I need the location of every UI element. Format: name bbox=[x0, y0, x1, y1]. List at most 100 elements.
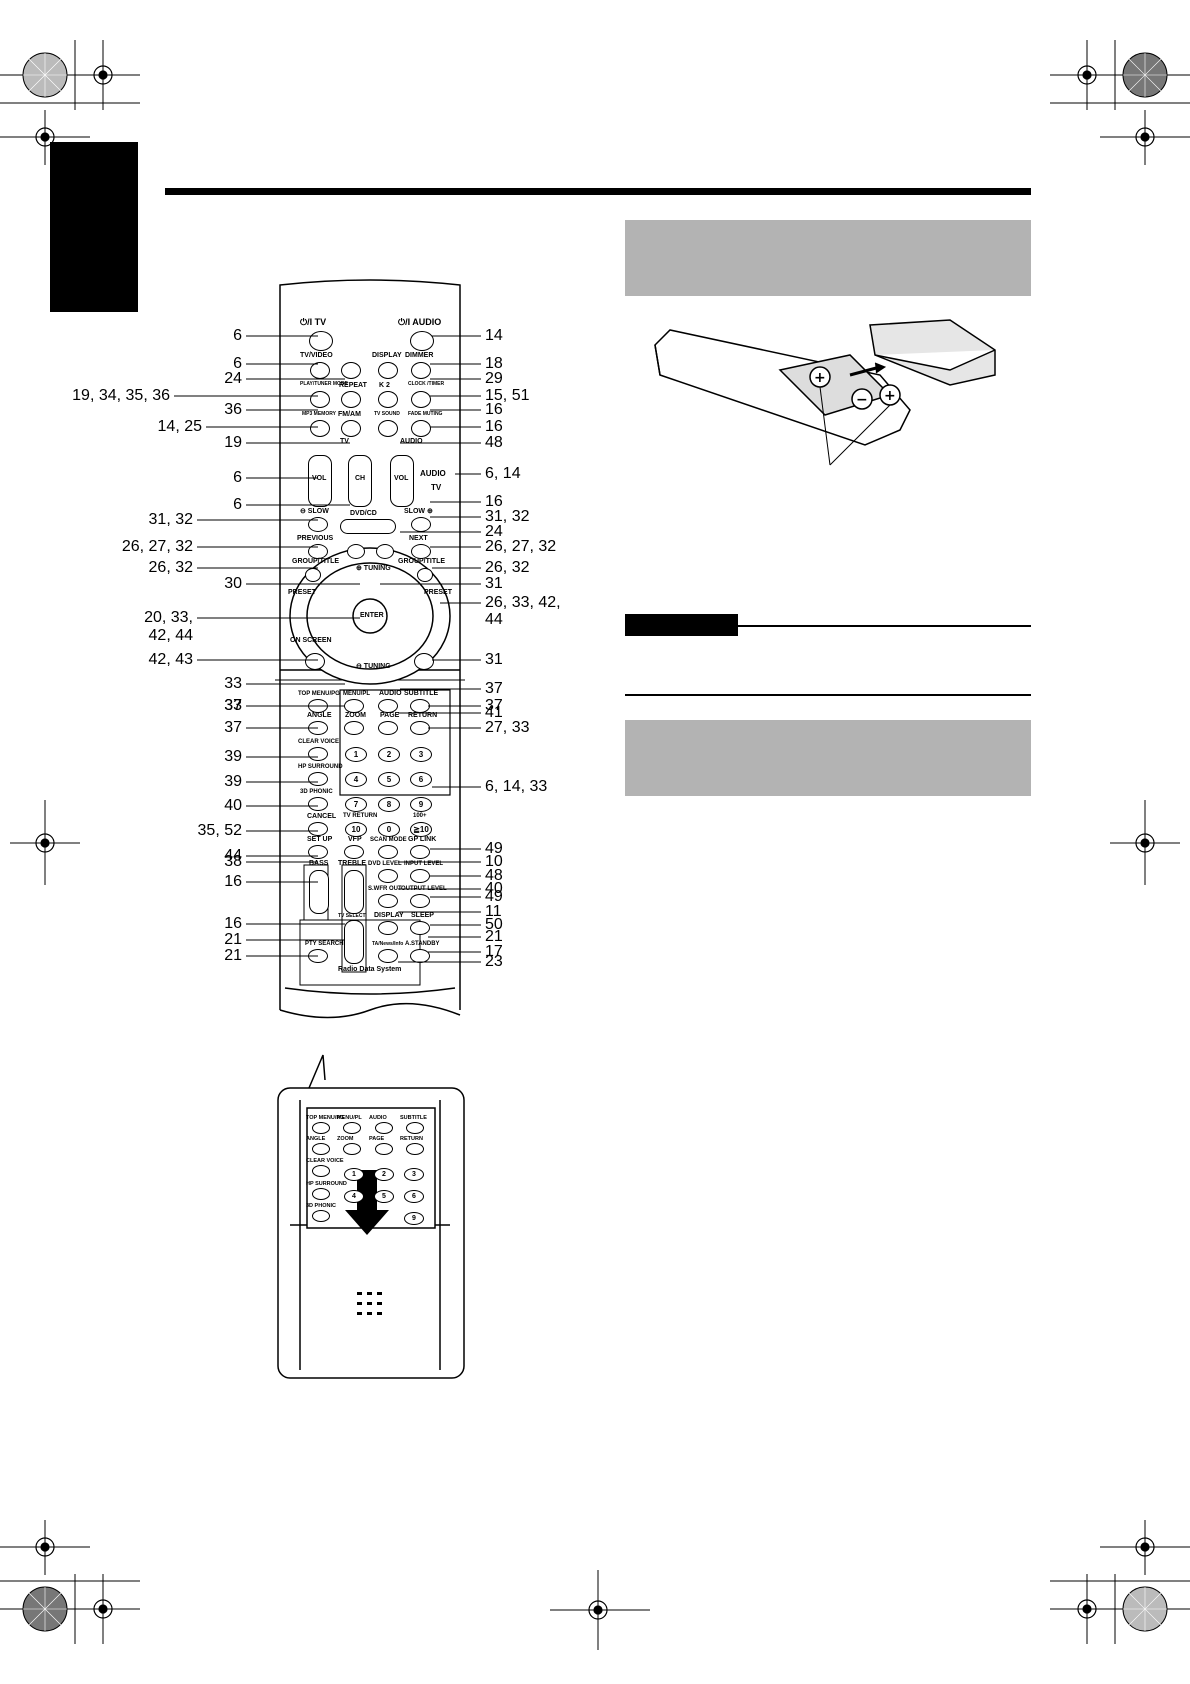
pause-button[interactable] bbox=[376, 544, 394, 559]
inset-button-0[interactable] bbox=[312, 1122, 330, 1134]
repeat-button[interactable] bbox=[341, 391, 361, 408]
inset-button-9[interactable] bbox=[312, 1188, 330, 1200]
inset-digit-6[interactable]: 9 bbox=[404, 1212, 424, 1225]
inset-button-2[interactable] bbox=[375, 1122, 393, 1134]
3d-phonic-button[interactable] bbox=[308, 797, 328, 811]
dvd-cd-play-button[interactable] bbox=[340, 519, 396, 534]
gp-link-button[interactable] bbox=[410, 845, 430, 859]
digit-7-button[interactable]: 8 bbox=[378, 797, 400, 812]
digit-11-button[interactable]: ≧10 bbox=[410, 822, 432, 837]
previous-button[interactable] bbox=[308, 544, 328, 559]
on-screen-button[interactable] bbox=[305, 653, 325, 670]
set-up-button[interactable] bbox=[308, 845, 328, 859]
play-memory-button[interactable] bbox=[310, 420, 330, 437]
group-title-left-button[interactable] bbox=[305, 568, 321, 582]
digit-9-button[interactable]: 10 bbox=[345, 822, 367, 837]
digit-4-button[interactable]: 5 bbox=[378, 772, 400, 787]
return-button[interactable] bbox=[410, 721, 430, 735]
zoom-button[interactable] bbox=[344, 721, 364, 735]
digit-3-button[interactable]: 4 bbox=[345, 772, 367, 787]
callout-right-31: 23 bbox=[485, 953, 503, 970]
inset-button-8[interactable] bbox=[312, 1165, 330, 1177]
play-tuner-mode-button[interactable] bbox=[310, 391, 330, 408]
inset-button-1[interactable] bbox=[343, 1122, 361, 1134]
sleep-button[interactable] bbox=[410, 921, 430, 935]
s-wfr-out-button[interactable] bbox=[378, 894, 398, 908]
callout-right-4: 16 bbox=[485, 401, 503, 418]
clear-voice-button[interactable] bbox=[308, 747, 328, 761]
power-audio-button[interactable] bbox=[410, 331, 434, 351]
svg-text:−: − bbox=[856, 392, 868, 408]
inset-button-10[interactable] bbox=[312, 1210, 330, 1222]
treble-rocker[interactable] bbox=[344, 870, 364, 914]
inset-digit-1[interactable]: 2 bbox=[374, 1168, 394, 1181]
back-button[interactable] bbox=[414, 653, 434, 670]
top-menu-button[interactable] bbox=[308, 699, 328, 713]
digit-0-button[interactable]: 1 bbox=[345, 747, 367, 762]
pty-search-button[interactable] bbox=[308, 949, 328, 963]
vol-tv-rocker[interactable] bbox=[308, 455, 332, 507]
callout-right-20: 27, 33 bbox=[485, 719, 530, 736]
a-standby-button[interactable] bbox=[410, 949, 430, 963]
eject-button[interactable] bbox=[341, 362, 361, 379]
cancel-button[interactable] bbox=[308, 822, 328, 836]
tv-video-button[interactable] bbox=[310, 362, 330, 379]
clock-timer-button[interactable] bbox=[411, 391, 431, 408]
inset-digit-2[interactable]: 3 bbox=[404, 1168, 424, 1181]
output-level-button[interactable] bbox=[410, 894, 430, 908]
angle-button[interactable] bbox=[308, 721, 328, 735]
slow-forward-button[interactable] bbox=[411, 517, 431, 532]
bass-rocker[interactable] bbox=[309, 870, 329, 914]
svg-text:+: + bbox=[884, 388, 896, 404]
rds-display-button[interactable] bbox=[378, 921, 398, 935]
inset-digit-4[interactable]: 5 bbox=[374, 1190, 394, 1203]
inset-button-7[interactable] bbox=[406, 1143, 424, 1155]
digit-6-button[interactable]: 7 bbox=[345, 797, 367, 812]
fm-am-button[interactable] bbox=[341, 420, 361, 437]
digit-8-button[interactable]: 9 bbox=[410, 797, 432, 812]
input-level-button[interactable] bbox=[410, 869, 430, 883]
tv-select-rocker[interactable] bbox=[344, 920, 364, 964]
inset-button-4[interactable] bbox=[312, 1143, 330, 1155]
slow-rewind-button[interactable] bbox=[308, 517, 328, 532]
dimmer-button[interactable] bbox=[411, 362, 431, 379]
scan-mode-button[interactable] bbox=[378, 845, 398, 859]
callout-left-23: 35, 52 bbox=[197, 822, 242, 839]
hp-surround-button[interactable] bbox=[308, 772, 328, 786]
digit-1-button[interactable]: 2 bbox=[378, 747, 400, 762]
inset-button-5[interactable] bbox=[343, 1143, 361, 1155]
tv-sound-label: TV SOUND bbox=[374, 411, 400, 417]
digit-10-button[interactable]: 0 bbox=[378, 822, 400, 837]
k2-button[interactable] bbox=[378, 391, 398, 408]
ta-news-info-button[interactable] bbox=[378, 949, 398, 963]
menu-pl-button[interactable] bbox=[344, 699, 364, 713]
side-tab bbox=[50, 142, 138, 312]
digit-5-button[interactable]: 6 bbox=[410, 772, 432, 787]
stop-button[interactable] bbox=[347, 544, 365, 559]
display-button[interactable] bbox=[378, 362, 398, 379]
vfp-button[interactable] bbox=[344, 845, 364, 859]
inset-button-3[interactable] bbox=[406, 1122, 424, 1134]
dvd-level-button[interactable] bbox=[378, 869, 398, 883]
audio-button[interactable] bbox=[378, 699, 398, 713]
zoom-label: ZOOM bbox=[345, 712, 366, 719]
inset-button-6[interactable] bbox=[375, 1143, 393, 1155]
inset-digit-5[interactable]: 6 bbox=[404, 1190, 424, 1203]
ch-rocker[interactable] bbox=[348, 455, 372, 507]
fade-muting-button[interactable] bbox=[411, 420, 431, 437]
inset-digit-3[interactable]: 4 bbox=[344, 1190, 364, 1203]
callout-left-4: 36 bbox=[224, 401, 242, 418]
page-button[interactable] bbox=[378, 721, 398, 735]
power-tv-button[interactable] bbox=[309, 331, 333, 351]
tv-sound-button[interactable] bbox=[378, 420, 398, 437]
enter-label[interactable]: ENTER bbox=[360, 612, 384, 619]
remote-body bbox=[275, 279, 465, 1019]
next-button[interactable] bbox=[411, 544, 431, 559]
digit-2-button[interactable]: 3 bbox=[410, 747, 432, 762]
vol-audio-rocker[interactable] bbox=[390, 455, 414, 507]
subtitle-button[interactable] bbox=[410, 699, 430, 713]
group-title-right-button[interactable] bbox=[417, 568, 433, 582]
inset-digit-0[interactable]: 1 bbox=[344, 1168, 364, 1181]
callout-right-15: 44 bbox=[485, 611, 503, 628]
